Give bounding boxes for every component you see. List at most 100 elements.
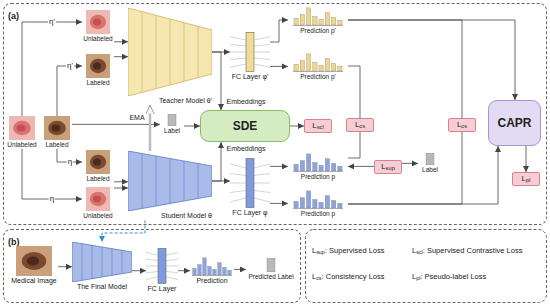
caption: Prediction p — [301, 173, 335, 181]
connector — [348, 20, 462, 118]
module-box: SDE — [200, 110, 290, 142]
lesL-part — [86, 54, 110, 78]
trap-part — [72, 242, 132, 282]
lesL-part — [22, 252, 46, 270]
chart-part — [300, 198, 304, 208]
chart-part — [294, 201, 298, 208]
illustration-svg — [9, 116, 35, 140]
fan-part — [254, 58, 270, 60]
figure-node: Prediction — [190, 256, 234, 285]
chart-part — [193, 268, 197, 275]
figure-node: Labeled — [42, 116, 72, 149]
ema-arrow — [149, 105, 152, 151]
fan-part — [230, 37, 246, 40]
illustration-svg — [86, 54, 110, 78]
chart-part — [319, 19, 323, 25]
chart-part — [338, 203, 342, 208]
module-box: CAPR — [488, 100, 541, 146]
figure-node: Prediction p' — [288, 52, 348, 81]
illustration — [293, 52, 343, 72]
box-label: Lsup — [381, 162, 395, 172]
trap-part — [122, 250, 123, 273]
illustration — [230, 32, 270, 72]
legend-text: Lsup: Supervised Loss — [312, 246, 385, 255]
illustration — [86, 10, 110, 34]
trap-part — [128, 151, 212, 211]
illustration — [425, 153, 435, 165]
caption: Labeled — [45, 141, 68, 149]
fan-part — [166, 266, 178, 267]
caption: FC Layer — [148, 285, 177, 293]
box-label: SDE — [233, 119, 258, 133]
chart-part — [313, 62, 317, 71]
fan-part — [146, 252, 158, 255]
lesU-part — [93, 18, 101, 25]
illustration — [293, 189, 343, 209]
chart-part — [325, 13, 329, 25]
subscript: pl — [526, 178, 530, 184]
fan-part — [158, 249, 166, 284]
chart-part — [218, 263, 222, 275]
trap-part — [128, 8, 212, 96]
caption: Unlabeled — [83, 35, 112, 43]
illustration-svg — [86, 187, 110, 211]
chart-part — [313, 16, 317, 25]
figure-node: Labeled — [82, 150, 114, 183]
edge-label: η — [67, 158, 73, 166]
illustration — [128, 151, 212, 211]
loss-box: Lcs — [448, 118, 476, 132]
fan-part — [246, 33, 254, 72]
chart-part — [331, 200, 335, 208]
connector — [72, 124, 160, 125]
connector — [184, 126, 200, 127]
illustration — [86, 150, 110, 174]
connector — [270, 166, 288, 167]
illustration-svg — [425, 153, 435, 165]
chart-part — [313, 162, 317, 171]
illustration — [44, 116, 70, 140]
connector — [114, 56, 128, 57]
panel-tag: (a) — [8, 11, 19, 22]
trap-part — [92, 245, 93, 278]
chart-part — [294, 164, 298, 171]
edge-label: EMA — [128, 114, 145, 121]
illustration — [128, 8, 212, 96]
figure-node: Student Model θ — [128, 151, 212, 220]
trap-part — [156, 15, 157, 88]
illustration-svg — [293, 189, 343, 209]
caption: Prediction p' — [300, 27, 336, 35]
illustration-svg — [86, 10, 110, 34]
lesL-part — [90, 155, 106, 169]
chart-part — [325, 196, 329, 208]
panel-frame: (a)UnlabeledLabeledUnlabeledLabeledTeach… — [3, 3, 547, 225]
connector — [58, 266, 72, 267]
caption: Teacher Model θ' — [159, 97, 212, 105]
illustration-svg — [192, 256, 232, 276]
lab-part — [168, 114, 176, 126]
loss-box: Lscl — [304, 119, 332, 133]
connector — [348, 132, 360, 158]
chart-part — [300, 15, 304, 25]
chart-part — [203, 258, 207, 275]
illustration — [167, 114, 177, 126]
legend-entry: Lpl: Pseudo-label Loss — [412, 272, 486, 281]
illustration-svg — [293, 6, 343, 26]
subscript: cs — [461, 124, 467, 130]
lesU-part — [13, 121, 31, 135]
figure-node: Prediction p — [288, 189, 348, 218]
subscript: cs — [359, 124, 365, 130]
connector — [212, 52, 221, 110]
trap-part — [198, 26, 199, 77]
illustration-svg — [72, 242, 132, 282]
figure-node: Unlabeled — [82, 10, 114, 43]
subscript: scl — [317, 125, 324, 131]
panel-frame: (b)Medical ImageThe Final ModelFC LayerP… — [3, 229, 301, 303]
connector — [270, 20, 288, 42]
chart-part — [223, 267, 227, 275]
caption: Prediction — [196, 277, 227, 285]
connector — [526, 146, 527, 172]
fan-part — [230, 44, 246, 46]
fan-part — [166, 277, 178, 280]
deploy-arrow — [102, 220, 145, 242]
loss-box: Lpl — [512, 172, 540, 186]
